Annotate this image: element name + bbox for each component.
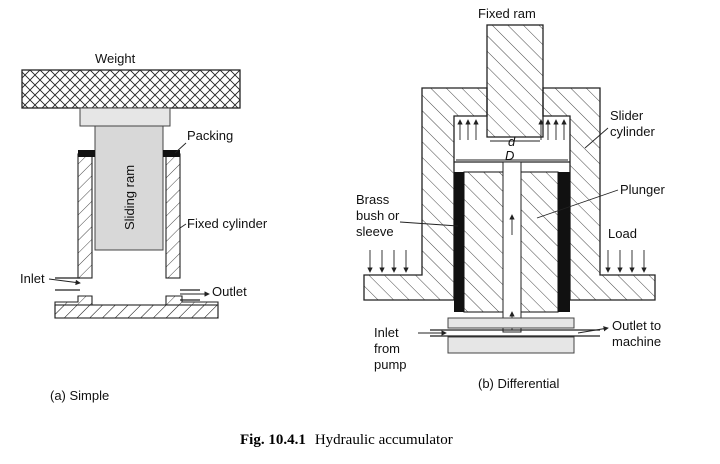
- load-arrows-right: [605, 250, 647, 273]
- outlet-label-1: Outlet to: [612, 318, 661, 333]
- differential-caption: (b) Differential: [478, 376, 560, 391]
- plunger-leader: [536, 189, 619, 219]
- figure-number: Fig. 10.4.1: [240, 432, 306, 448]
- load-label: Load: [608, 226, 637, 241]
- weight-label: Weight: [95, 51, 136, 66]
- inlet-label: Inlet: [20, 271, 45, 286]
- outlet-label-2: machine: [612, 334, 661, 349]
- base-plate-upper: [447, 317, 575, 329]
- figure-caption: Fig. 10.4.1 Hydraulic accumulator: [240, 431, 453, 448]
- simple-accumulator: Weight Sliding ram Packing Fixed cylinde…: [20, 51, 268, 403]
- brass-leader: [399, 221, 459, 227]
- inlet-arrow: [48, 278, 81, 286]
- fixed-ram: [486, 24, 544, 138]
- packing-right: [163, 150, 180, 157]
- base-plate-lower: [447, 336, 575, 354]
- slider-cylinder-right: [542, 87, 656, 301]
- inlet-label-2: from: [374, 341, 400, 356]
- slider-cylinder-label-1: Slider: [610, 108, 644, 123]
- outlet-label: Outlet: [212, 284, 247, 299]
- fixed-cylinder-label: Fixed cylinder: [187, 216, 268, 231]
- ram-cap: [79, 107, 171, 127]
- fixed-cylinder-leader: [179, 223, 187, 229]
- brass-bush-left: [454, 172, 464, 312]
- brass-label-2: bush or: [356, 208, 400, 223]
- figure-title: Hydraulic accumulator: [315, 432, 453, 448]
- packing-leader: [174, 142, 187, 154]
- sliding-ram-label: Sliding ram: [122, 165, 137, 230]
- inlet-label-3: pump: [374, 357, 407, 372]
- brass-label-3: sleeve: [356, 224, 394, 239]
- load-arrows-left: [367, 250, 409, 273]
- brass-bush-right: [558, 172, 570, 312]
- base-plate: [54, 304, 219, 319]
- D-label: D: [505, 148, 514, 163]
- pressure-arrows: [457, 119, 567, 140]
- d-label: d: [508, 134, 516, 149]
- outlet-arrow-b: [577, 326, 609, 334]
- cylinder-wall-left: [77, 153, 93, 279]
- sliding-ram: [94, 125, 164, 251]
- fixed-ram-label: Fixed ram: [478, 6, 536, 21]
- slider-cylinder-label-2: cylinder: [610, 124, 655, 139]
- plunger-label: Plunger: [620, 182, 665, 197]
- inlet-label-1: Inlet: [374, 325, 399, 340]
- brass-label-1: Brass: [356, 192, 390, 207]
- packing-label: Packing: [187, 128, 233, 143]
- plunger-bore: [502, 161, 522, 333]
- simple-caption: (a) Simple: [50, 388, 109, 403]
- packing-left: [78, 150, 95, 157]
- weight-block: [21, 69, 241, 109]
- differential-accumulator: Fixed ram d D: [356, 6, 665, 391]
- slider-cylinder-leader: [584, 127, 609, 149]
- svg-text:Fig. 10.4.1 Hydraulic ac: Fig. 10.4.1 Hydraulic accumulator: [240, 431, 453, 448]
- cylinder-wall-right: [165, 153, 181, 279]
